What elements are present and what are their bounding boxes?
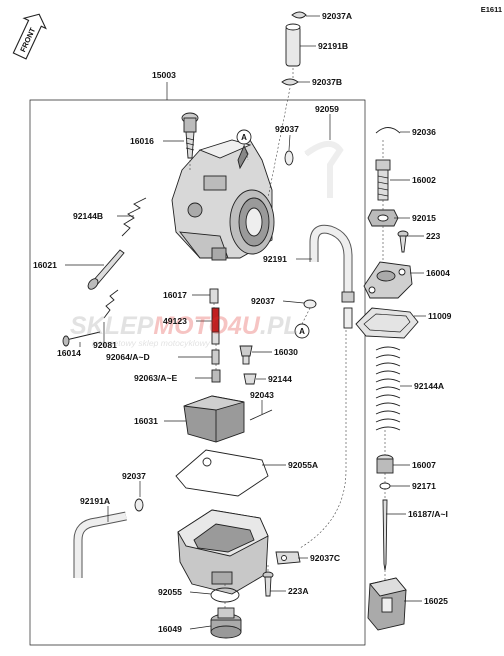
- ring-92037-top-icon: [284, 150, 294, 166]
- label-49123: 49123: [163, 316, 187, 326]
- svg-text:SKLEPMOTO4U.PL: SKLEPMOTO4U.PL: [70, 312, 299, 340]
- label-92055: 92055: [158, 587, 182, 597]
- spring-92144b-icon: [121, 197, 147, 237]
- label-92037b: 92037B: [312, 77, 342, 87]
- label-92191b: 92191B: [318, 41, 348, 51]
- assembly-bracket: [29, 99, 366, 646]
- label-16002: 16002: [412, 175, 436, 185]
- nut-92015-icon: [367, 209, 399, 227]
- carburetor-body-icon: [171, 139, 275, 261]
- watermark-brand-b: MOTO: [153, 312, 228, 340]
- screw-16014-icon: [62, 289, 119, 347]
- tube-92191a-icon: [73, 511, 127, 578]
- label-16007: 16007: [412, 460, 436, 470]
- label-92191: 92191: [263, 254, 287, 264]
- spring-92144-icon: [243, 373, 257, 385]
- screw-16021-icon: [87, 249, 125, 290]
- screw-16016-icon: [181, 112, 199, 159]
- tube-92191b-icon: [285, 23, 301, 67]
- needle-holder-16007-icon: [376, 454, 394, 474]
- cap-16004-icon: [363, 261, 413, 299]
- label-223: 223: [426, 231, 441, 241]
- gasket-11009-icon: [355, 307, 419, 339]
- gasket-92055a-icon: [175, 449, 269, 497]
- marker-a-top: A: [236, 129, 252, 145]
- circlip-92036-icon: [375, 127, 401, 134]
- label-16031: 16031: [134, 416, 158, 426]
- label-15003: 15003: [152, 70, 176, 80]
- connector-icon: [341, 291, 355, 329]
- label-92144a: 92144A: [414, 381, 444, 391]
- clip-92037b-icon: [281, 78, 299, 86]
- jet-needle-49123-icon: [211, 307, 220, 345]
- float-16031-icon: [183, 395, 245, 443]
- label-16016: 16016: [130, 136, 154, 146]
- screw-223a-icon: [262, 571, 274, 597]
- svg-text:A: A: [299, 327, 305, 336]
- label-92063: 92063/A~E: [134, 373, 178, 383]
- watermark-brand-c: 4U: [227, 312, 261, 340]
- diagram-code: E1611: [481, 5, 502, 14]
- guide-lines: [189, 68, 386, 608]
- pin-92043-icon: [249, 409, 273, 421]
- ring-92037-mid-icon: [303, 299, 317, 309]
- label-92171: 92171: [412, 481, 436, 491]
- label-92059: 92059: [315, 104, 339, 114]
- label-16014: 16014: [57, 348, 81, 358]
- label-16049: 16049: [158, 624, 182, 634]
- jet-92064-icon: [211, 349, 220, 365]
- label-16017: 16017: [163, 290, 187, 300]
- emulsion-tube-16017-icon: [209, 288, 219, 304]
- label-92064: 92064/A~D: [106, 352, 150, 362]
- label-92081: 92081: [93, 340, 117, 350]
- watermark-brand-a: SKLEP: [70, 312, 154, 340]
- label-92037a: 92037A: [322, 11, 352, 21]
- label-16025: 16025: [424, 596, 448, 606]
- adjuster-16002-icon: [375, 159, 391, 201]
- label-92043: 92043: [250, 390, 274, 400]
- watermark-tagline: internetowy sklep motocyklowy: [92, 338, 211, 348]
- svg-text:A: A: [241, 133, 247, 142]
- drain-plug-16049-icon: [210, 607, 242, 639]
- clip-92037a-icon: [291, 11, 307, 19]
- label-92144b: 92144B: [73, 211, 103, 221]
- label-92037-top: 92037: [275, 124, 299, 134]
- jet-92063-icon: [211, 369, 221, 383]
- tube-92191-icon: [309, 224, 353, 292]
- leader-lines: [65, 15, 426, 630]
- spring-92144a-icon: [375, 346, 401, 431]
- screw-223-icon: [397, 230, 409, 253]
- label-92055a: 92055A: [288, 460, 318, 470]
- callout-labels: 92037A 92191B 92037B 15003 92059 92037 9…: [33, 11, 452, 634]
- label-223a: 223A: [288, 586, 309, 596]
- label-92144: 92144: [268, 374, 292, 384]
- label-16187: 16187/A~I: [408, 509, 448, 519]
- throttle-valve-16025-icon: [367, 577, 407, 631]
- label-92036: 92036: [412, 127, 436, 137]
- label-92015: 92015: [412, 213, 436, 223]
- float-bowl-icon: [177, 509, 269, 595]
- tube-92059-icon: [304, 141, 344, 198]
- label-16030: 16030: [274, 347, 298, 357]
- label-92037-mid: 92037: [251, 296, 275, 306]
- watermark-brand-d: .PL: [260, 312, 299, 340]
- jet-16030-icon: [239, 345, 253, 365]
- ring-92037-low-icon: [134, 498, 144, 512]
- bracket-92037c-icon: [275, 551, 301, 565]
- label-16004: 16004: [426, 268, 450, 278]
- watermark: SKLEPMOTO4U.PL internetowy sklep motocyk…: [70, 312, 299, 348]
- label-92037-low: 92037: [122, 471, 146, 481]
- front-arrow-icon: FRONT: [12, 13, 47, 60]
- label-92037c: 92037C: [310, 553, 340, 563]
- jet-needle-16187-icon: [382, 499, 388, 571]
- label-16021: 16021: [33, 260, 57, 270]
- label-92191a: 92191A: [80, 496, 110, 506]
- label-11009: 11009: [428, 311, 452, 321]
